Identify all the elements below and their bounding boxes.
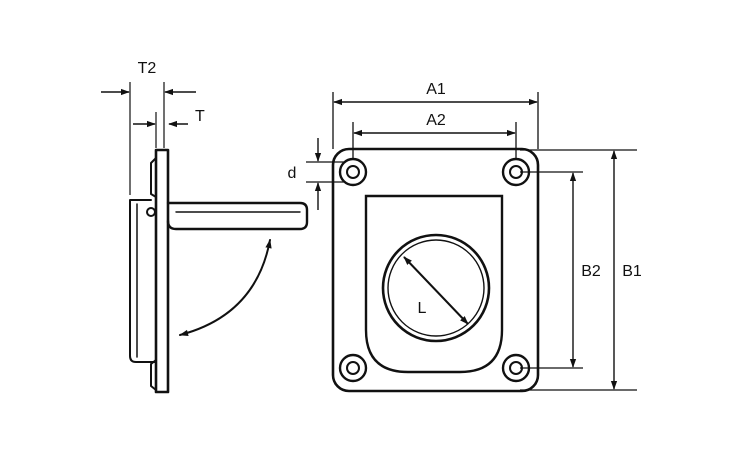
label-b2: B2 xyxy=(581,263,601,280)
front-view xyxy=(331,147,540,393)
label-a2: A2 xyxy=(426,112,446,129)
front-ring-outer xyxy=(381,233,491,343)
label-b1: B1 xyxy=(622,263,642,280)
b1-label-bg xyxy=(619,258,645,280)
front-ring-inner xyxy=(387,239,485,337)
l-arrow xyxy=(403,256,469,325)
front-plate xyxy=(331,147,540,393)
hole-bottom-left xyxy=(338,353,368,383)
dimension-labels: T2 T A1 A2 d B2 B1 L xyxy=(138,60,645,317)
side-ring xyxy=(166,201,309,231)
b2-label-bg xyxy=(578,258,604,280)
label-a1: A1 xyxy=(426,81,446,98)
side-plate-step-top xyxy=(150,157,157,198)
front-recess xyxy=(364,194,504,374)
side-dimensions xyxy=(101,82,196,195)
swing-arrow xyxy=(179,239,272,336)
side-plate xyxy=(154,148,170,394)
front-dimensions xyxy=(306,92,637,391)
label-d: d xyxy=(288,165,297,182)
hole-top-left xyxy=(338,157,368,187)
label-l: L xyxy=(418,300,427,317)
label-t: T xyxy=(195,108,205,125)
hinge-pin xyxy=(146,207,156,217)
side-view xyxy=(129,148,309,394)
side-recess xyxy=(129,199,157,363)
label-t2: T2 xyxy=(138,60,157,77)
